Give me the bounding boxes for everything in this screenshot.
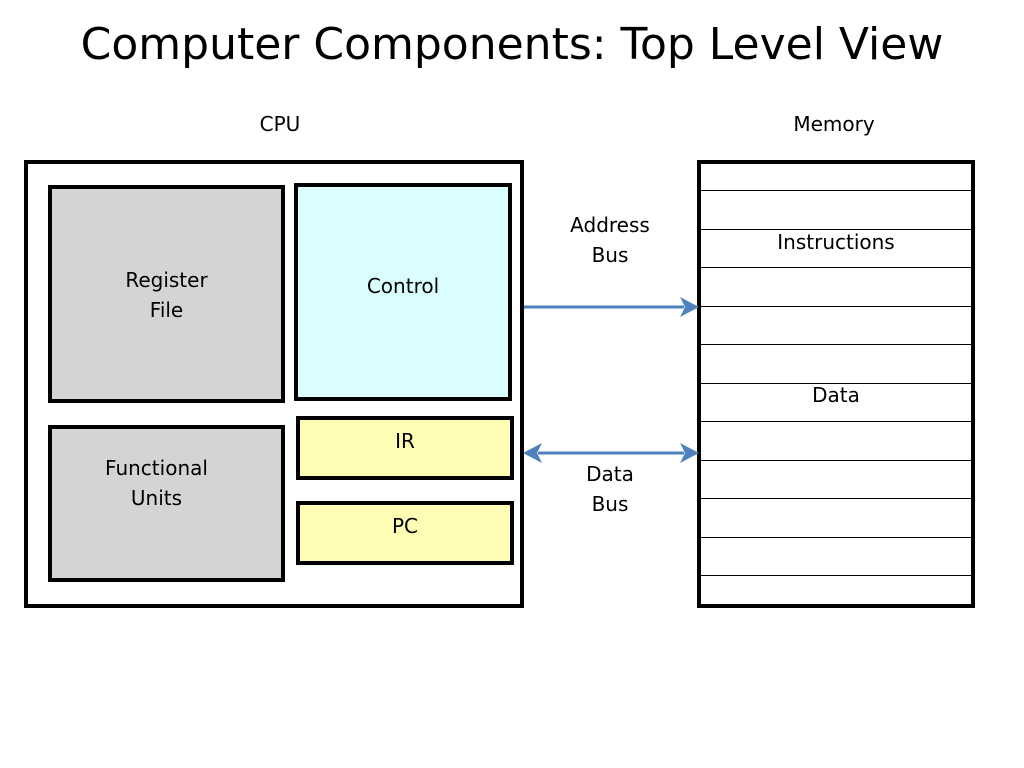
memory-row-divider bbox=[701, 190, 971, 191]
register-file-label: Register File bbox=[125, 268, 208, 322]
memory-row-divider bbox=[701, 575, 971, 576]
memory-block: Instructions Data bbox=[697, 160, 975, 608]
data-bus-arrowhead-left bbox=[523, 443, 542, 463]
slide-title: Computer Components: Top Level View bbox=[80, 19, 944, 70]
memory-instructions-label: Instructions bbox=[777, 230, 895, 254]
register-file-box: Register File bbox=[48, 185, 285, 403]
functional-units-box: Functional Units bbox=[48, 425, 285, 582]
memory-row-divider bbox=[701, 267, 971, 268]
pc-box: PC bbox=[296, 501, 514, 565]
memory-row-divider bbox=[701, 306, 971, 307]
memory-row-divider bbox=[701, 460, 971, 461]
memory-label: Memory bbox=[793, 112, 875, 136]
memory-row-divider bbox=[701, 383, 971, 384]
memory-row-divider bbox=[701, 344, 971, 345]
memory-row-divider bbox=[701, 229, 971, 230]
data-bus-arrowhead-right bbox=[680, 443, 699, 463]
memory-row-divider bbox=[701, 537, 971, 538]
functional-units-label: Functional Units bbox=[105, 456, 208, 510]
address-bus-arrowhead bbox=[680, 297, 699, 317]
memory-data-label: Data bbox=[812, 383, 860, 407]
cpu-label: CPU bbox=[259, 112, 301, 136]
memory-row-divider bbox=[701, 421, 971, 422]
pc-label: PC bbox=[391, 514, 419, 538]
ir-label: IR bbox=[395, 429, 415, 453]
ir-box: IR bbox=[296, 416, 514, 480]
data-bus-label: Data Bus bbox=[586, 462, 634, 516]
control-label: Control bbox=[366, 274, 440, 298]
control-box: Control bbox=[294, 183, 512, 401]
address-bus-label: Address Bus bbox=[570, 213, 650, 267]
memory-row-divider bbox=[701, 498, 971, 499]
